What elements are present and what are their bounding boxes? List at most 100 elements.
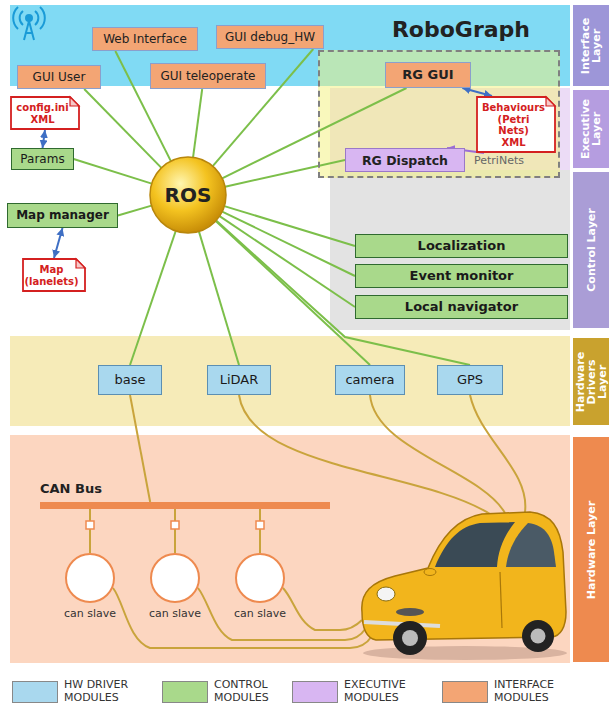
layer-tab: Hardware Layer bbox=[573, 437, 609, 662]
can-bus: CAN Bus bbox=[40, 502, 330, 509]
connector bbox=[118, 206, 152, 216]
connector bbox=[130, 231, 176, 365]
connector bbox=[220, 216, 355, 307]
xml-file: Behaviours (Petri Nets)XML bbox=[476, 96, 556, 153]
legend-swatch bbox=[12, 681, 58, 703]
control-module: Map manager bbox=[7, 203, 118, 228]
node-label: RoboGraph bbox=[392, 17, 530, 42]
node-label: GUI teleoperate bbox=[161, 69, 256, 83]
file-shape bbox=[477, 97, 555, 152]
interface-module: RG GUI bbox=[385, 62, 471, 88]
node-label: GPS bbox=[457, 372, 483, 388]
legend-entry: CONTROL MODULES bbox=[162, 679, 306, 704]
driver-module: GPS bbox=[437, 365, 503, 395]
connector bbox=[225, 160, 345, 187]
antenna-icon bbox=[13, 7, 45, 40]
layer-name: Executive Layer bbox=[580, 94, 602, 164]
control-module: Local navigator bbox=[355, 295, 568, 319]
legend-entry: HW DRIVER MODULES bbox=[12, 679, 156, 704]
control-module: Params bbox=[11, 148, 73, 170]
node-label: Web Interface bbox=[103, 32, 187, 46]
bus-tap bbox=[86, 521, 94, 529]
connector bbox=[216, 221, 370, 365]
node-label: GUI debug_HW bbox=[225, 30, 315, 44]
legend-swatch bbox=[162, 681, 208, 703]
connector bbox=[224, 206, 355, 246]
can-slave: can slave bbox=[150, 553, 200, 603]
driver-module: camera bbox=[335, 365, 405, 395]
layer-tab: Hardware Drivers Layer bbox=[573, 338, 609, 425]
node-label: CAN Bus bbox=[40, 481, 102, 496]
connector bbox=[174, 509, 176, 553]
layer-name: Control Layer bbox=[586, 176, 597, 324]
car-illustration bbox=[362, 512, 567, 660]
driver-module: LiDAR bbox=[207, 365, 271, 395]
interface-module: GUI debug_HW bbox=[216, 25, 324, 49]
connector bbox=[462, 88, 492, 96]
legend-entry: INTERFACE MODULES bbox=[442, 679, 586, 704]
bus-tap bbox=[256, 521, 264, 529]
connector bbox=[54, 228, 62, 258]
connector bbox=[199, 231, 239, 365]
file-fold bbox=[70, 97, 79, 106]
file-label: XML bbox=[30, 114, 54, 126]
control-module: Localization bbox=[355, 234, 568, 258]
interface-module: Web Interface bbox=[92, 27, 198, 51]
connector bbox=[89, 509, 91, 553]
control-band bbox=[330, 170, 570, 330]
file-fold bbox=[546, 97, 555, 106]
slave-circle bbox=[151, 554, 199, 602]
legend-swatch bbox=[292, 681, 338, 703]
node-label: can slave bbox=[149, 607, 201, 620]
legend-text: CONTROL MODULES bbox=[214, 679, 306, 704]
xml-file: Map (lanelets) bbox=[22, 258, 86, 292]
node-label: GUI User bbox=[33, 70, 86, 84]
interface-module: GUI User bbox=[17, 65, 101, 89]
node-label: Local navigator bbox=[405, 299, 518, 315]
node-label: can slave bbox=[234, 607, 286, 620]
circle-outline bbox=[235, 553, 285, 603]
node-label: Localization bbox=[418, 238, 506, 254]
file-shape bbox=[23, 259, 85, 291]
layer-tab: Executive Layer bbox=[573, 90, 609, 168]
can-slave: can slave bbox=[65, 553, 115, 603]
xml-file: config.iniXML bbox=[10, 96, 80, 130]
node-label: can slave bbox=[64, 607, 116, 620]
file-label: config.ini bbox=[16, 102, 68, 114]
layer-tab: Control Layer bbox=[573, 172, 609, 328]
connector bbox=[193, 89, 202, 157]
node-label: ROS bbox=[165, 183, 212, 207]
slave-circle bbox=[236, 554, 284, 602]
node-label: camera bbox=[345, 372, 394, 388]
legend-swatch bbox=[442, 681, 488, 703]
annotation: PetriNets bbox=[474, 154, 524, 167]
legend-entry: EXECUTIVE MODULES bbox=[292, 679, 436, 704]
node-label: Params bbox=[20, 152, 64, 166]
drivers-band bbox=[10, 336, 570, 426]
node-label: LiDAR bbox=[220, 372, 259, 388]
connector bbox=[259, 509, 261, 553]
file-label: XML bbox=[501, 137, 525, 149]
connector bbox=[84, 89, 161, 168]
connector bbox=[74, 159, 152, 184]
legend-text: HW DRIVER MODULES bbox=[64, 679, 156, 704]
legend-text: INTERFACE MODULES bbox=[494, 679, 586, 704]
node-label: Event monitor bbox=[410, 268, 514, 284]
can-slave: can slave bbox=[235, 553, 285, 603]
node-label: Map manager bbox=[16, 208, 109, 222]
slave-circle bbox=[66, 554, 114, 602]
driver-module: base bbox=[98, 365, 162, 395]
circle-outline bbox=[150, 553, 200, 603]
file-label: Map (lanelets) bbox=[24, 264, 78, 287]
executive-module: RG Dispatch bbox=[345, 148, 465, 172]
node-label: RG GUI bbox=[402, 67, 453, 83]
legend-text: EXECUTIVE MODULES bbox=[344, 679, 436, 704]
layer-name: Hardware Drivers Layer bbox=[575, 342, 608, 421]
layer-name: Interface Layer bbox=[580, 9, 602, 82]
file-label: Behaviours (Petri Nets) bbox=[481, 102, 546, 137]
file-fold bbox=[76, 259, 85, 268]
ros-core: ROS bbox=[149, 156, 227, 234]
layer-name: Hardware Layer bbox=[586, 441, 597, 658]
